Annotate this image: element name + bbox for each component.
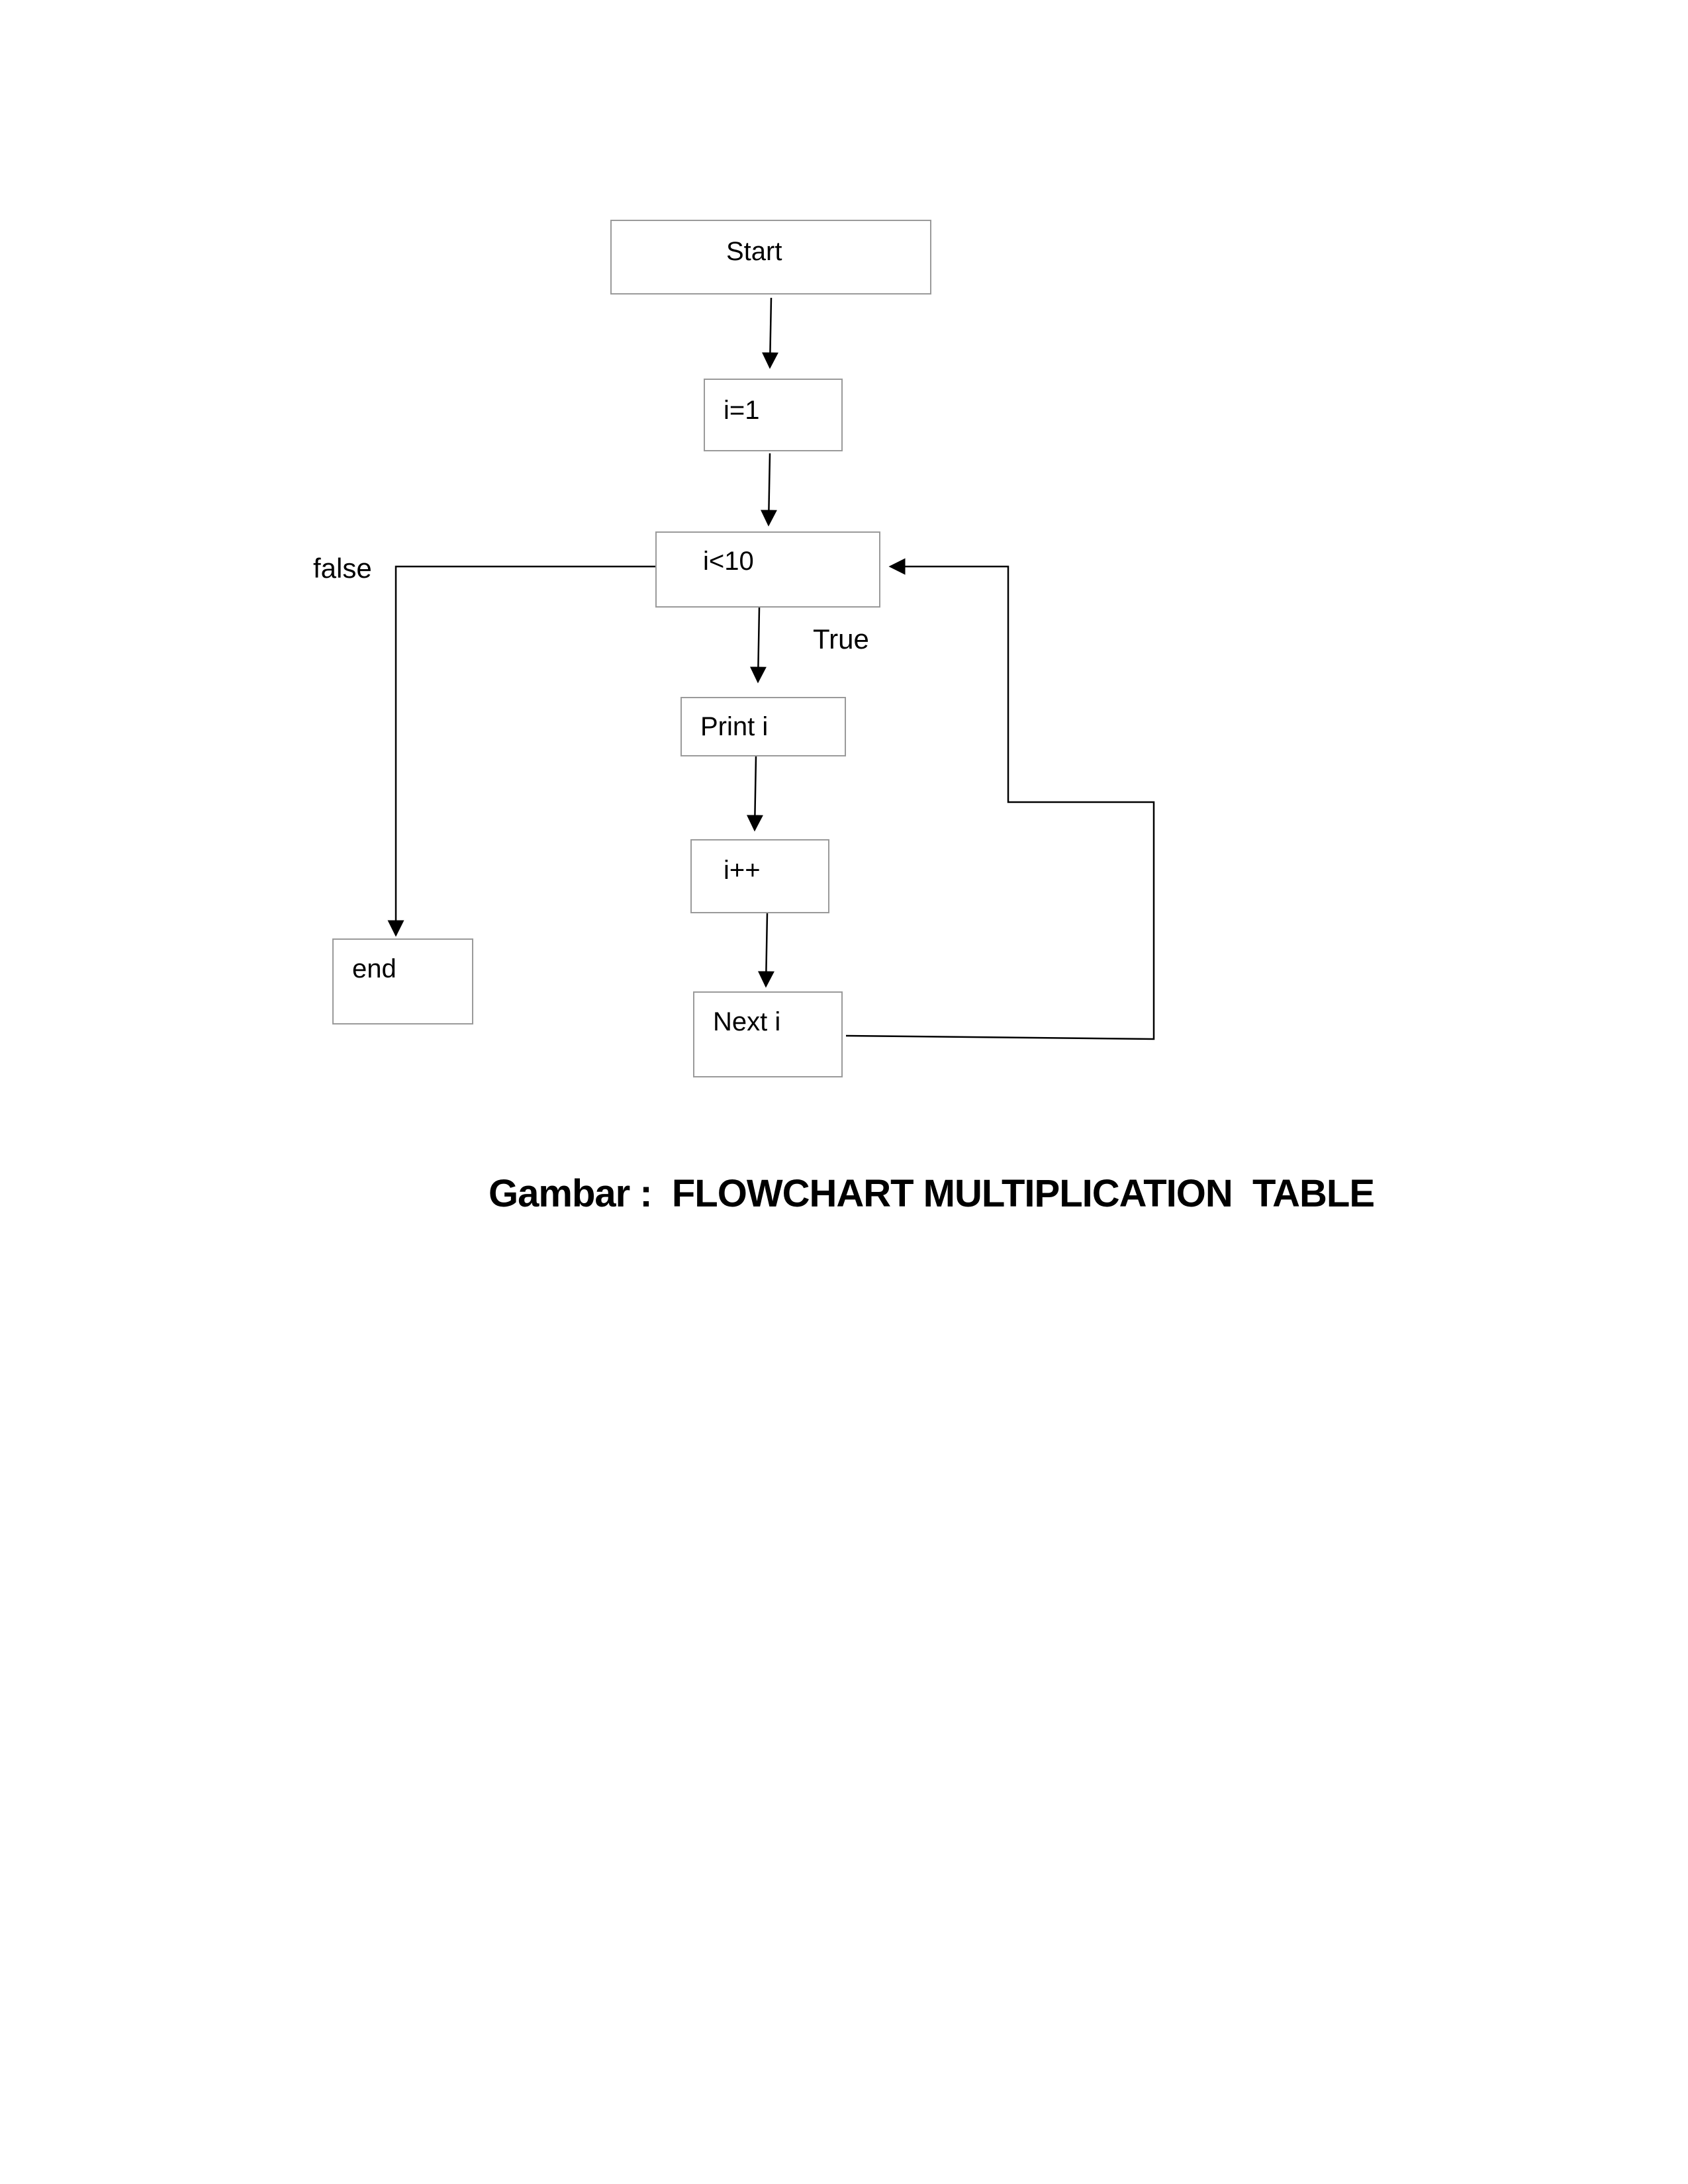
next-node [693,991,843,1077]
next-node-label: Next i [713,1007,781,1036]
false-branch-label: false [313,553,372,584]
init-node-label: i=1 [724,396,760,425]
increment-node-label: i++ [724,856,761,885]
increment-node [690,839,829,913]
arrow-condition-to-print [749,607,767,684]
condition-node [655,531,880,608]
arrow-print-to-increment [746,756,763,832]
condition-node-label: i<10 [703,547,754,576]
arrow-start-to-init [761,297,778,369]
arrow-next-loop-back [845,558,1155,1040]
arrow-condition-to-end [387,565,655,937]
start-node [610,220,931,295]
true-branch-label: True [813,623,869,655]
figure-caption: Gambar : FLOWCHART MULTIPLICATION TABLE [489,1172,1375,1215]
end-node [332,938,473,1024]
arrow-increment-to-next [757,913,774,988]
end-node-label: end [352,954,397,983]
print-node [680,697,846,756]
init-node [704,379,843,451]
start-node-label: Start [726,237,782,266]
print-node-label: Print i [700,712,769,741]
arrow-init-to-condition [760,453,777,527]
